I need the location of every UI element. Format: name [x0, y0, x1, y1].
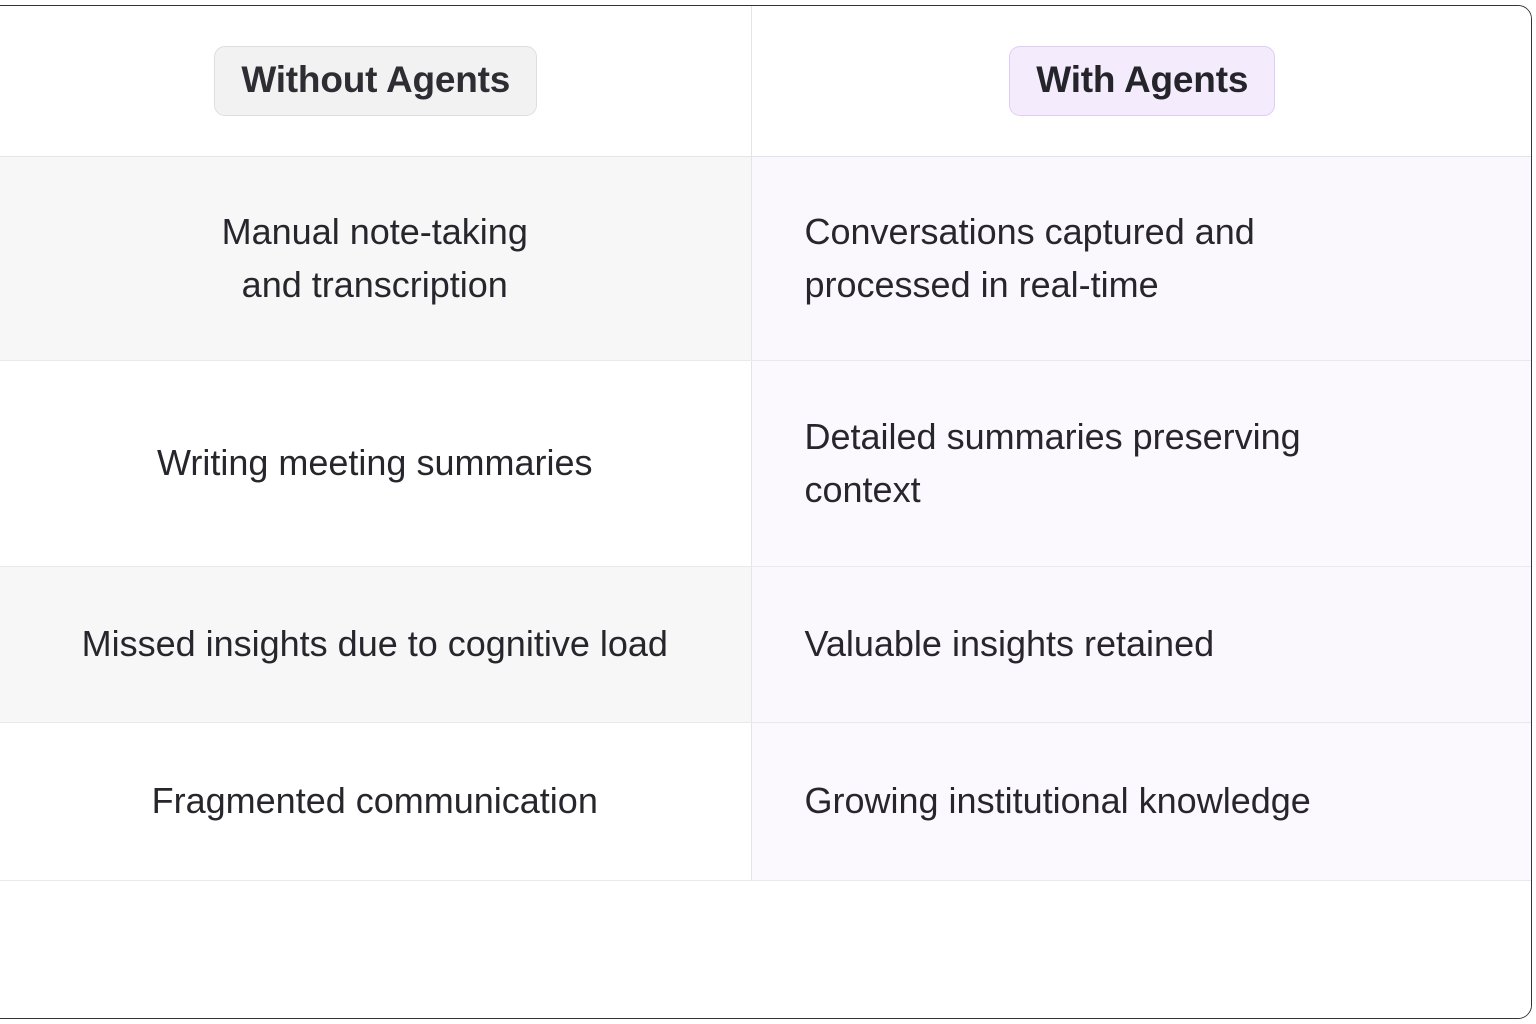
header-cell-inner-right: With Agents	[752, 46, 1532, 116]
cell-text: Growing institutional knowledge	[805, 775, 1504, 827]
cell-with-agents-2: Detailed summaries preserving context	[751, 360, 1531, 567]
cell-line: Valuable insights retained	[804, 623, 1215, 665]
cell-line: Fragmented communication	[151, 780, 598, 822]
cell-line: and transcription	[241, 263, 508, 305]
cell-line: Conversations captured and	[804, 211, 1255, 253]
cell-text: Detailed summaries preserving context	[805, 411, 1504, 515]
column-header-without-agents: Without Agents	[0, 6, 752, 157]
cell-line: Growing institutional knowledge	[804, 780, 1311, 822]
table-body: Manual note-taking and transcription Con…	[0, 156, 1531, 1018]
comparison-table-container: Without Agents With Agents Manual note-t…	[0, 5, 1532, 1019]
header-cell-inner-left: Without Agents	[0, 46, 751, 116]
table-row: Fragmented communication Growing institu…	[0, 722, 1531, 881]
cell-without-agents-2: Writing meeting summaries	[0, 360, 752, 567]
table-trailer-row	[0, 880, 1531, 1018]
cell-with-agents-3: Valuable insights retained	[751, 566, 1531, 723]
cell-line: Missed insights due to cognitive load	[81, 623, 668, 665]
cell-text: Valuable insights retained	[805, 618, 1504, 670]
column-header-with-agents: With Agents	[751, 6, 1532, 157]
cell-text: Writing meeting summaries	[25, 437, 725, 489]
table-trailer-cell	[0, 880, 1531, 1018]
cell-line: processed in real-time	[804, 263, 1159, 305]
cell-text: Manual note-taking and transcription	[25, 206, 725, 310]
table-row: Writing meeting summaries Detailed summa…	[0, 360, 1531, 567]
comparison-table: Without Agents With Agents Manual note-t…	[0, 6, 1532, 1018]
cell-text: Conversations captured and processed in …	[805, 206, 1504, 310]
cell-line: Writing meeting summaries	[157, 442, 593, 484]
cell-line: Detailed summaries preserving	[804, 416, 1301, 458]
cell-text: Missed insights due to cognitive load	[25, 618, 725, 670]
cell-without-agents-4: Fragmented communication	[0, 722, 752, 881]
cell-without-agents-3: Missed insights due to cognitive load	[0, 566, 752, 723]
table-row: Missed insights due to cognitive load Va…	[0, 566, 1531, 723]
cell-with-agents-1: Conversations captured and processed in …	[751, 156, 1531, 361]
table-header: Without Agents With Agents	[0, 6, 1532, 157]
cell-with-agents-4: Growing institutional knowledge	[751, 722, 1531, 881]
cell-line: context	[804, 468, 921, 510]
badge-without-agents[interactable]: Without Agents	[214, 46, 538, 116]
cell-line: Manual note-taking	[221, 211, 528, 253]
badge-with-agents[interactable]: With Agents	[1009, 46, 1276, 116]
cell-text: Fragmented communication	[25, 775, 725, 827]
cell-without-agents-1: Manual note-taking and transcription	[0, 156, 752, 361]
header-row: Without Agents With Agents	[0, 6, 1532, 157]
table-row: Manual note-taking and transcription Con…	[0, 156, 1531, 361]
